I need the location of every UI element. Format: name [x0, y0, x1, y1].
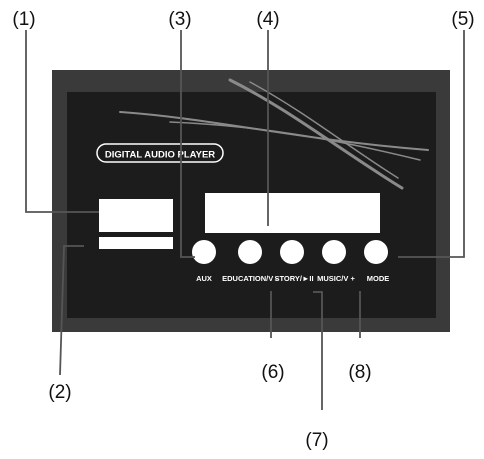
callout-6: (6)	[261, 362, 284, 383]
callout-7: (7)	[305, 430, 328, 451]
story-label: STORY/►II	[274, 274, 313, 283]
mode-button[interactable]	[364, 240, 388, 264]
aux-button[interactable]	[192, 240, 216, 264]
callout-3: (3)	[168, 9, 191, 30]
education-volume-down-button[interactable]	[238, 240, 262, 264]
card-slot	[99, 237, 173, 249]
story-play-pause-button[interactable]	[280, 240, 304, 264]
leader-line-3	[180, 30, 195, 258]
mode-label: MODE	[367, 274, 390, 283]
leader-line-7	[313, 291, 323, 410]
callout-2: (2)	[48, 382, 71, 403]
leader-line-2	[59, 245, 84, 376]
leader-line-1	[25, 30, 99, 213]
small-display	[99, 199, 173, 232]
callout-5: (5)	[451, 9, 474, 30]
callout-1: (1)	[12, 9, 35, 30]
callout-8: (8)	[348, 362, 371, 383]
aux-label: AUX	[196, 274, 212, 283]
leader-line-5	[398, 30, 465, 258]
main-display	[205, 193, 380, 233]
education-label: EDUCATION/V -	[222, 274, 278, 283]
title-badge: DIGITAL AUDIO PLAYER	[105, 150, 215, 161]
title-badge-frame	[96, 143, 224, 163]
music-volume-up-button[interactable]	[322, 240, 346, 264]
callout-4: (4)	[256, 9, 279, 30]
swoosh-decoration	[119, 78, 429, 190]
music-label: MUSIC/V +	[317, 274, 355, 283]
